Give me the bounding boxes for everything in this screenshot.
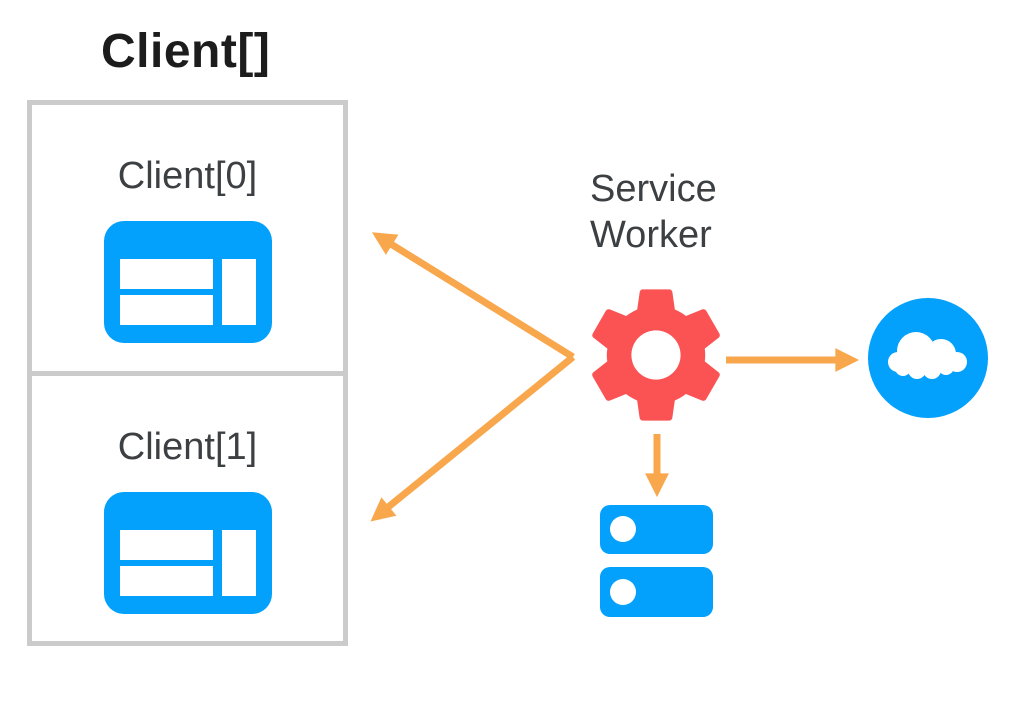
arrow-to-client0 xyxy=(371,232,575,360)
arrow-to-client1 xyxy=(370,354,576,522)
client0-cell: Client[0] xyxy=(32,105,343,376)
web-browser-icon xyxy=(103,491,272,614)
client1-cell: Client[1] xyxy=(32,376,343,642)
service-worker-label: Service Worker xyxy=(590,166,717,258)
cloud-icon xyxy=(868,298,988,418)
client0-label: Client[0] xyxy=(117,155,258,197)
storage-icon xyxy=(600,505,713,617)
diagram-title: Client[] xyxy=(101,25,271,78)
gear-icon xyxy=(592,289,720,421)
client-array-box: Client[0] Client[1] xyxy=(27,100,348,646)
service-worker-label-line2: Worker xyxy=(590,214,712,256)
service-worker-label-line1: Service xyxy=(590,168,717,210)
web-browser-icon xyxy=(103,221,272,343)
client1-label: Client[1] xyxy=(117,425,258,468)
